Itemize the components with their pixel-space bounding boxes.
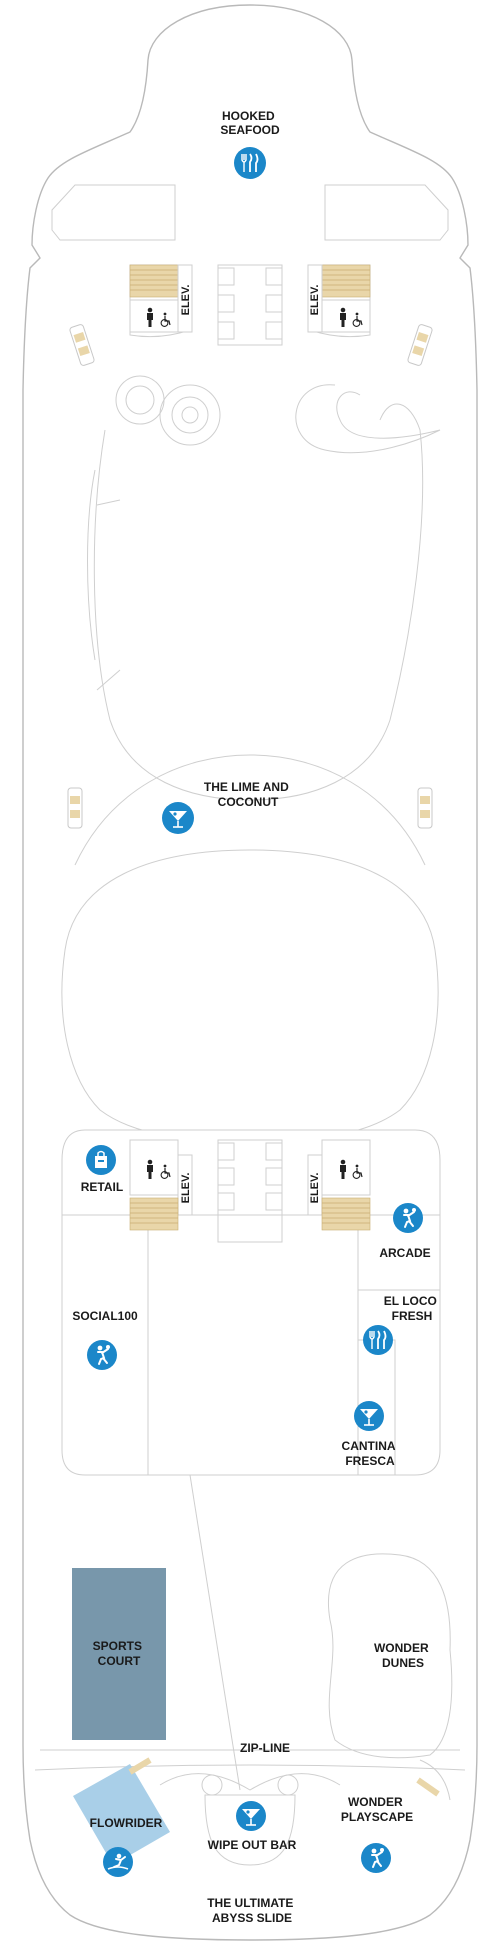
spiral-staircase-left: [115, 375, 221, 446]
arcade-label: ARCADE: [379, 1246, 430, 1260]
elevator-label-aft-right: ELEV.: [309, 1173, 321, 1204]
swirl-feature-right: [295, 384, 441, 454]
cocktail-icon[interactable]: [354, 1401, 384, 1431]
zip-line-label: ZIP-LINE: [240, 1741, 290, 1755]
elevator-label-fwd-left: ELEV.: [180, 285, 192, 316]
stairs-aft-right: [321, 1197, 371, 1231]
cantina-fresca-label: CANTINA FRESCA: [342, 1439, 399, 1468]
lounger: [417, 787, 433, 829]
upper-seating-left: [51, 184, 176, 241]
sports-court: [72, 1568, 166, 1740]
stairs-aft-left: [129, 1197, 179, 1231]
wonder-dunes-label: WONDER DUNES: [374, 1641, 432, 1670]
lime-and-coconut-label: THE LIME AND COCONUT: [204, 780, 292, 809]
flowrider-label: FLOWRIDER: [90, 1816, 163, 1830]
family-activity-icon[interactable]: [361, 1843, 391, 1873]
hooked-seafood-label: HOOKED SEAFOOD: [220, 109, 280, 137]
fork-knife-icon[interactable]: [234, 147, 266, 179]
retail-label: RETAIL: [81, 1180, 123, 1194]
upper-seating-right: [324, 184, 449, 241]
elevator-label-fwd-right: ELEV.: [309, 285, 321, 316]
stairs-fwd-right: [321, 264, 371, 298]
stairs-fwd-left: [129, 264, 179, 298]
el-loco-fresh-label: EL LOCO FRESH: [384, 1294, 440, 1323]
cocktail-icon[interactable]: [236, 1801, 266, 1831]
lounger: [67, 787, 83, 829]
family-activity-icon[interactable]: [87, 1340, 117, 1370]
lime-coconut-arch: [74, 754, 426, 866]
sports-court-label: SPORTS COURT: [93, 1639, 146, 1668]
ultimate-abyss-slide-label: THE ULTIMATE ABYSS SLIDE: [207, 1896, 297, 1925]
wonder-dunes-area: [328, 1553, 453, 1759]
zip-line-cable: [189, 1474, 241, 1791]
cocktail-icon[interactable]: [162, 802, 194, 834]
wipe-out-bar-label: WIPE OUT BAR: [208, 1838, 297, 1852]
family-activity-icon[interactable]: [393, 1203, 423, 1233]
wonder-playscape-label: WONDER PLAYSCAPE: [341, 1795, 413, 1824]
shopping-bag-icon[interactable]: [86, 1145, 116, 1175]
central-upper-oval: [93, 403, 424, 801]
social100-label: SOCIAL100: [72, 1309, 138, 1323]
fork-knife-icon[interactable]: [363, 1325, 393, 1355]
surfer-icon[interactable]: [103, 1847, 133, 1877]
flowrider-pool: [73, 1764, 170, 1865]
elevator-label-aft-left: ELEV.: [180, 1173, 192, 1204]
